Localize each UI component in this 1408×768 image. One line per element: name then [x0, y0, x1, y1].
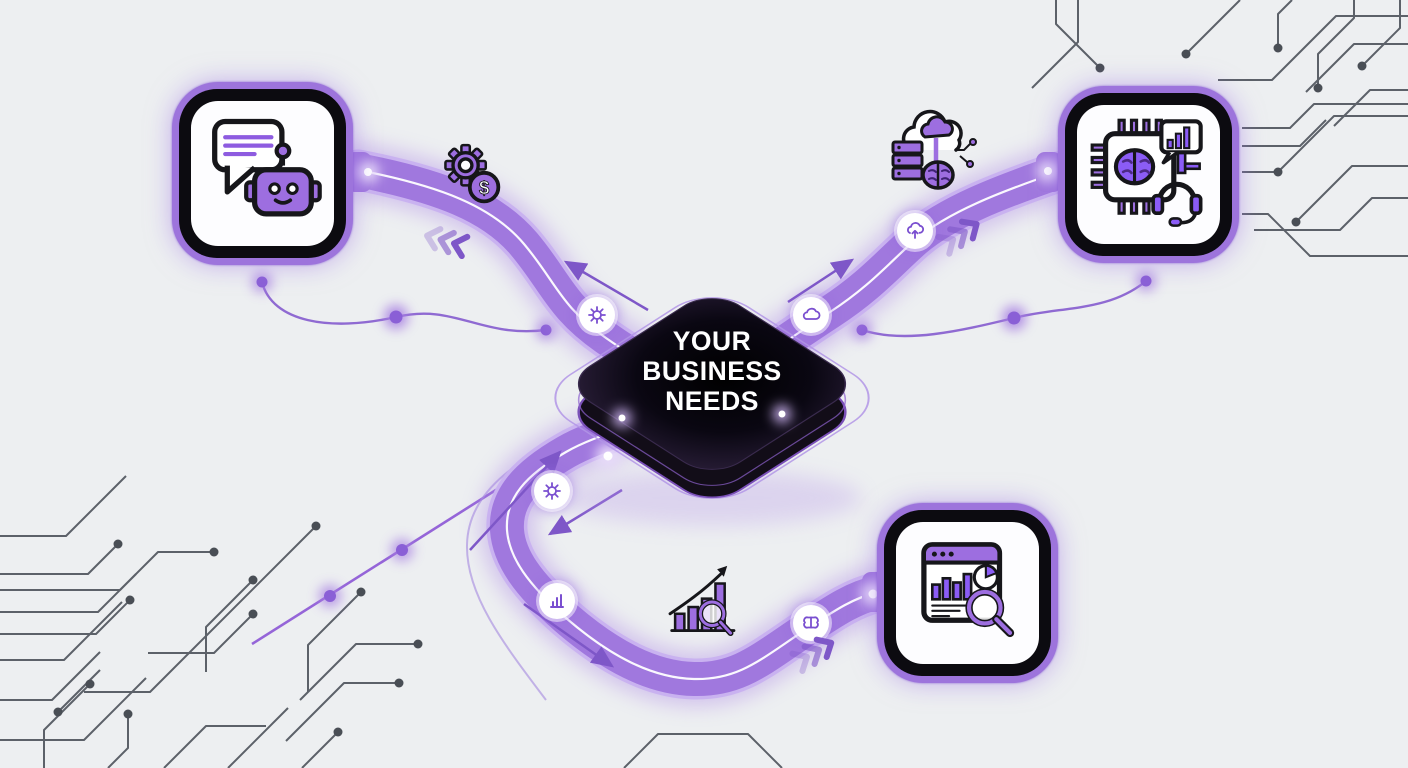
diamond-ring: [554, 297, 870, 499]
badge-bar-chart-icon: [539, 583, 575, 619]
cloud-server-brain-icon: [884, 104, 984, 204]
node-analytics: [877, 503, 1058, 683]
center-label: YOUR BUSINESS NEEDS: [642, 326, 782, 416]
node-ai-chip: [1058, 86, 1239, 263]
analytics-dashboard-magnifier-icon: [920, 542, 1014, 638]
badge-gear-icon: [579, 297, 615, 333]
badge-cloud-upload-icon: [897, 213, 933, 249]
node-analytics-frame: [884, 510, 1051, 676]
connector-left: [252, 272, 556, 340]
badge-cloud-icon: [793, 297, 829, 333]
node-ai-chip-panel: [1077, 105, 1220, 244]
chevrons-up-right-icon: [933, 210, 991, 264]
ai-chip-brain-headset-icon: [1090, 118, 1203, 227]
badge-gear-icon: [534, 473, 570, 509]
road-analytics: [479, 365, 905, 706]
flow-arrow-up-left: [563, 260, 649, 312]
node-chatbot: [172, 82, 353, 265]
flow-arrow-up-right: [787, 258, 855, 304]
badge-brain-icon: [793, 605, 829, 641]
chatbot-speech-bubble-icon: [211, 118, 322, 217]
node-analytics-panel: [896, 522, 1039, 664]
node-ai-chip-frame: [1065, 93, 1232, 256]
chevrons-to-analytics-icon: [787, 628, 845, 681]
dollar-glyph: $: [479, 177, 490, 198]
flow-arrow-to-center: [469, 450, 562, 551]
gear-dollar-icon: $: [432, 134, 516, 220]
chevrons-left-icon: [418, 216, 473, 261]
center-diamond: [554, 297, 870, 526]
node-chatbot-frame: [179, 89, 346, 258]
diamond-face: [577, 298, 847, 470]
node-chatbot-panel: [191, 101, 334, 246]
flow-arrow-down-right: [523, 602, 615, 668]
circuit-pattern-bottom-left: [0, 475, 783, 768]
diamond-edge-sparks: [613, 405, 791, 427]
growth-chart-magnifier-icon: [660, 560, 744, 644]
circuit-pattern-top-right: [1031, 0, 1408, 257]
